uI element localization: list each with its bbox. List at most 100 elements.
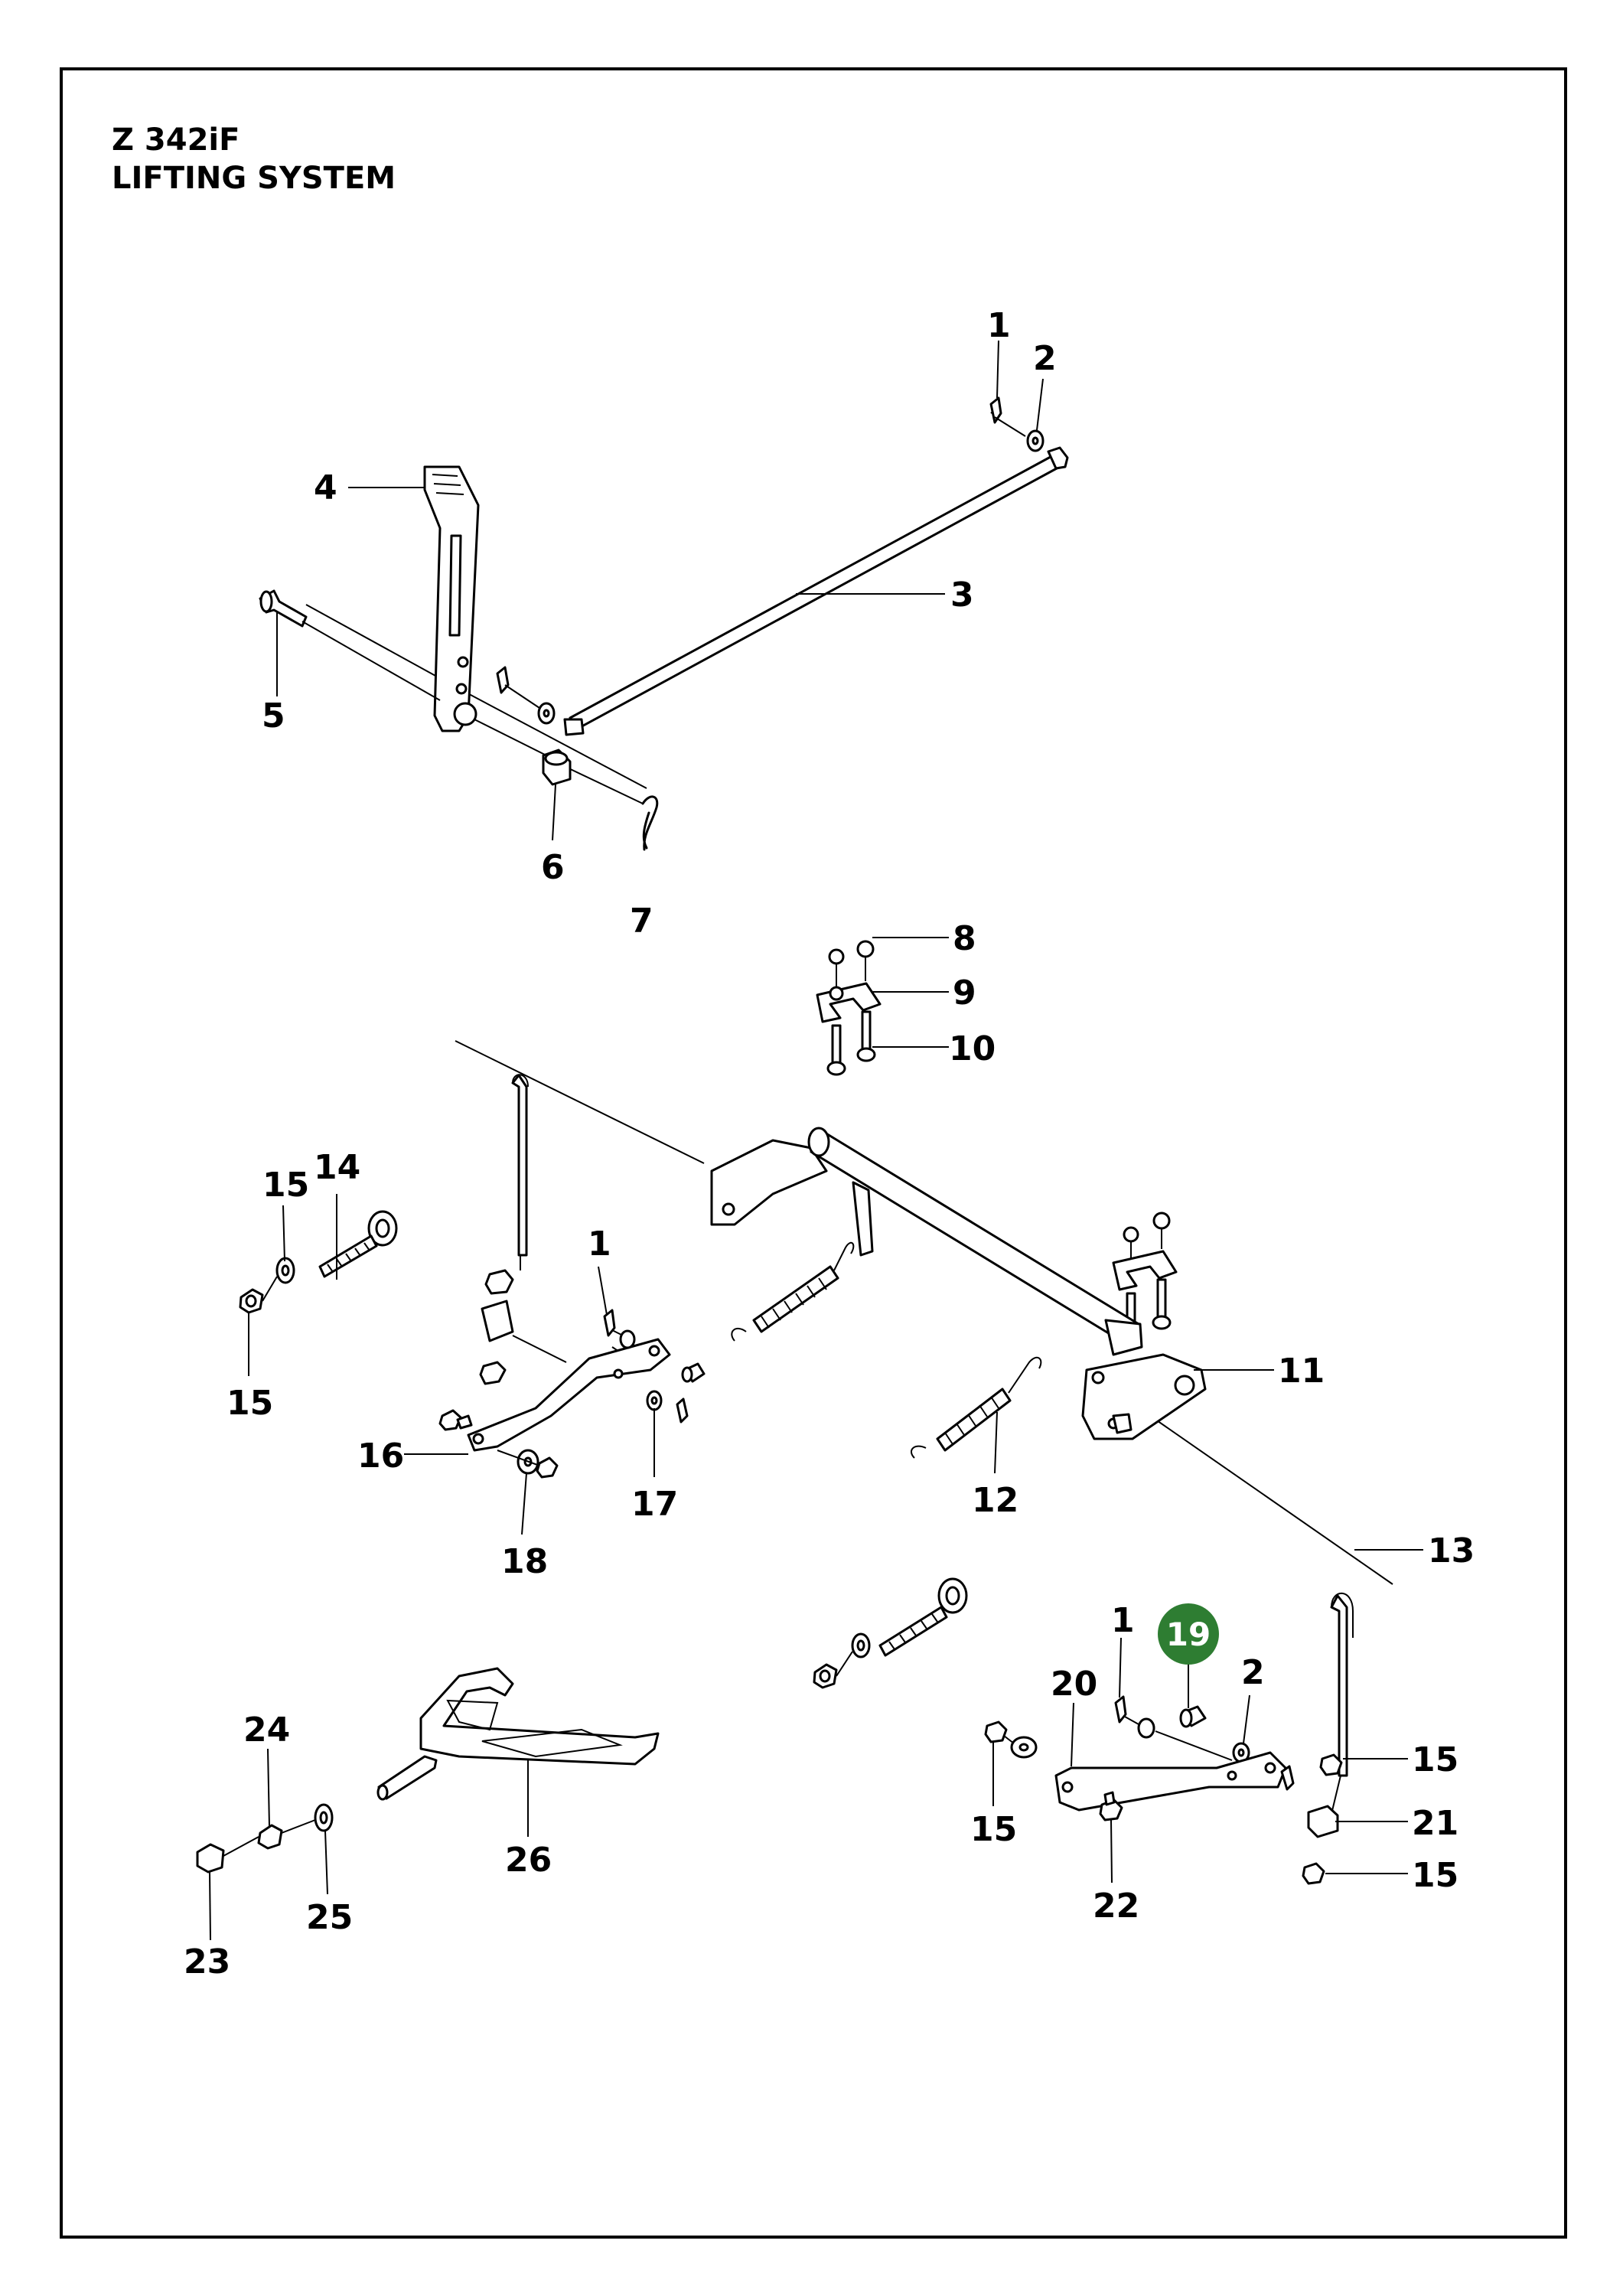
pin-5-axis (301, 621, 441, 701)
clip-1-right (1114, 1695, 1127, 1724)
callout-20: 20 (1051, 1665, 1097, 1704)
clip-1-right-axis (1124, 1716, 1139, 1725)
callout-10: 10 (949, 1029, 996, 1068)
clip-1-left (603, 1309, 616, 1337)
lift-shaft-11 (710, 1127, 1207, 1440)
nut-15-right-left (984, 1720, 1008, 1743)
callout-22: 22 (1093, 1887, 1139, 1926)
arm-16-axis (497, 1450, 540, 1466)
callout-16: 16 (357, 1437, 404, 1476)
callout-23: 23 (184, 1942, 230, 1981)
washer-15-left (275, 1257, 295, 1284)
callout-13: 13 (1428, 1531, 1475, 1570)
nut-24-axis (281, 1819, 316, 1834)
nut-left-upper (484, 1269, 514, 1295)
callout-18: 18 (501, 1542, 548, 1581)
callout-labels: 1 2 3 4 5 6 7 8 9 10 11 12 13 14 15 15 1… (184, 306, 1475, 1981)
callout-1-left: 1 (588, 1225, 611, 1264)
washer-pedal (537, 702, 556, 725)
callout-4: 4 (314, 468, 337, 507)
eyebolt-right (878, 1577, 968, 1657)
callout-9: 9 (953, 974, 976, 1013)
eyebolt-14 (318, 1210, 398, 1278)
callout-1-right: 1 (1111, 1601, 1135, 1640)
nut-right-eyebolt (813, 1663, 838, 1689)
pedal-4 (423, 465, 480, 732)
spring-12 (911, 1356, 1042, 1459)
nut-right-axis (836, 1651, 853, 1677)
callout-2-right: 2 (1241, 1653, 1265, 1692)
callout-14: 14 (314, 1148, 360, 1187)
pedal-axis (474, 719, 552, 758)
lift-rod-left (511, 1074, 529, 1270)
callout-3: 3 (950, 576, 974, 615)
bolt-left-16 (438, 1409, 473, 1431)
callout-8: 8 (953, 919, 976, 958)
bolt-22 (1099, 1791, 1123, 1821)
nut-15-right-bottom (1302, 1862, 1325, 1885)
rod-3 (563, 446, 1069, 736)
bracket-assembly-9 (816, 940, 882, 1076)
pin-left (681, 1362, 706, 1383)
page-frame (60, 67, 1567, 2239)
nut-15-axis (262, 1276, 278, 1302)
nut-15-right-top (1319, 1753, 1343, 1776)
washer-2-top (1026, 429, 1045, 452)
nut-23-axis (223, 1836, 259, 1857)
arm-16 (467, 1338, 671, 1452)
leader-lines (209, 340, 1423, 1941)
callout-26: 26 (505, 1841, 552, 1880)
model-title: Z 342iF (112, 122, 240, 158)
callout-21: 21 (1412, 1804, 1458, 1843)
clip-pedal (496, 666, 510, 694)
callout-1: 1 (987, 306, 1011, 345)
clip-1-top (989, 396, 1002, 424)
nut-18 (536, 1456, 559, 1479)
callout-5: 5 (262, 696, 285, 735)
trunnion-left-axis (512, 1335, 567, 1363)
pedal-frame-26 (376, 1667, 660, 1801)
washer-17 (646, 1390, 663, 1411)
washer-25 (314, 1803, 334, 1832)
clip-pedal-axis (504, 684, 540, 709)
washer-right-eyebolt (851, 1632, 871, 1658)
clip-7-axis (562, 765, 644, 804)
bushing-6 (542, 748, 572, 786)
callout-17: 17 (631, 1485, 678, 1524)
callout-6: 6 (541, 848, 565, 887)
washer-left-1 (619, 1329, 636, 1349)
nut-left-lower (479, 1361, 507, 1385)
clip-17 (676, 1397, 689, 1424)
callout-7: 7 (630, 902, 653, 941)
washer-right-1 (1137, 1717, 1155, 1739)
pin-5 (259, 589, 308, 628)
callout-15-right-bottom: 15 (1412, 1856, 1458, 1895)
clip-1-top-axis (994, 416, 1026, 437)
callout-12: 12 (972, 1481, 1018, 1520)
clip-right-arm (1280, 1765, 1295, 1791)
trunnion-21 (1307, 1805, 1339, 1838)
clip-7 (641, 795, 659, 851)
system-title: LIFTING SYSTEM (112, 161, 396, 196)
nut-23 (196, 1843, 225, 1874)
callout-11: 11 (1278, 1352, 1325, 1391)
trunnion-left (481, 1300, 514, 1342)
lift-rod-13 (1330, 1592, 1354, 1815)
spring-upper (731, 1241, 855, 1342)
callout-19: 19 (1166, 1616, 1211, 1653)
callout-15-right-top: 15 (1412, 1740, 1458, 1779)
callout-15-left-bottom: 15 (227, 1384, 273, 1423)
washer-15-right (1010, 1736, 1038, 1759)
arm-20-axis (1155, 1730, 1233, 1761)
callout-15-right-left: 15 (970, 1810, 1017, 1849)
nut-15-left (239, 1288, 264, 1314)
pin-19 (1179, 1705, 1207, 1728)
callout-15-left-top: 15 (262, 1166, 309, 1205)
callout-24: 24 (243, 1711, 290, 1750)
nut-24 (257, 1824, 283, 1850)
highlight-badge-19 (1158, 1603, 1219, 1665)
callout-25: 25 (306, 1898, 353, 1937)
arm-20 (1054, 1751, 1287, 1812)
callout-2: 2 (1033, 339, 1057, 378)
